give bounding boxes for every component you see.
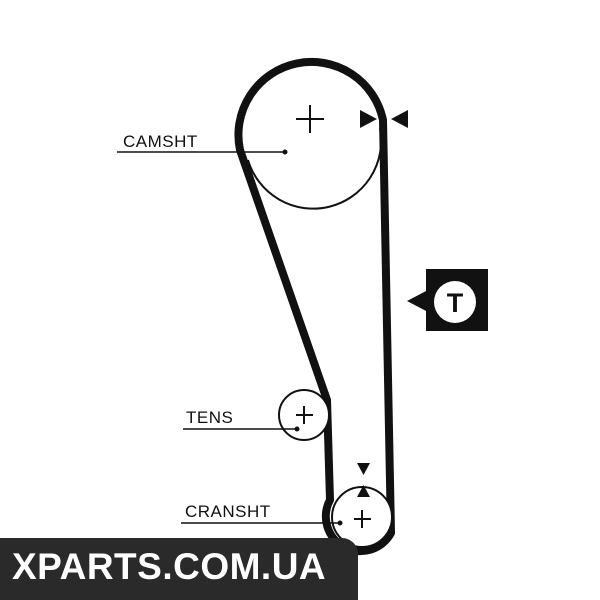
tensioner-center-cross [296,406,313,424]
tension-arrow-icon [407,290,428,312]
tension-badge-letter: T [447,288,464,318]
watermark-banner: XPARTS.COM.UA [0,538,358,600]
watermark-text: XPARTS.COM.UA [12,546,327,587]
camshaft-timing-mark-right [391,110,408,128]
timing-belt [234,57,395,556]
crankshaft-label: CRANSHT [185,502,271,521]
tensioner-label: TENS [186,408,233,427]
tension-badge-circle [434,281,476,323]
camshaft-pulley [247,127,383,210]
tension-badge: T [407,269,488,331]
camshaft-center-cross [296,105,324,133]
camshaft-leader-dot [282,149,288,155]
crankshaft-center-cross [354,510,371,528]
crankshaft-leader-dot [337,520,343,526]
tensioner-leader-dot [294,426,300,432]
camshaft-label: CAMSHT [123,132,198,151]
crankshaft-timing-mark-top [357,463,370,475]
camshaft-timing-mark-left [360,110,377,128]
crankshaft-timing-mark-bottom [357,485,370,497]
